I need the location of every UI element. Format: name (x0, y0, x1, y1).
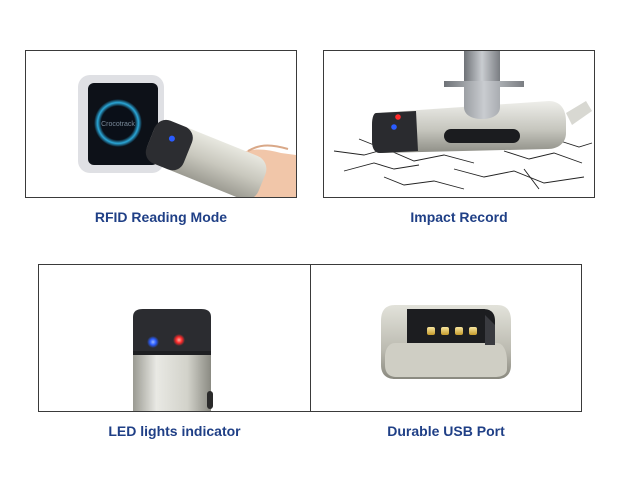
hammer-head (444, 81, 524, 119)
scanner-device (133, 309, 213, 411)
reader-ring (94, 99, 142, 147)
blue-led-icon (147, 336, 159, 348)
rfid-reading-mode-image: Crocotrack (25, 50, 297, 198)
caption-led-lights-indicator: LED lights indicator (108, 423, 241, 439)
floor-cracks (333, 138, 593, 190)
led-lights-indicator-image (38, 264, 311, 412)
hammer-handle (464, 51, 500, 81)
caption-rfid-reading-mode: RFID Reading Mode (94, 209, 228, 225)
red-led-icon (395, 114, 401, 120)
durable-usb-port-image (310, 264, 582, 412)
scanner-device (372, 101, 592, 153)
reader-logo: Crocotrack (101, 121, 135, 128)
red-led-icon (173, 334, 185, 346)
impact-record-image (323, 50, 595, 198)
blue-led-icon (168, 135, 175, 142)
caption-impact-record: Impact Record (410, 209, 508, 225)
blue-led-icon (391, 124, 397, 130)
usb-port-device (381, 305, 511, 379)
usb-contact-pins (427, 327, 477, 335)
caption-durable-usb-port: Durable USB Port (387, 423, 505, 439)
scanner-device (145, 119, 267, 197)
